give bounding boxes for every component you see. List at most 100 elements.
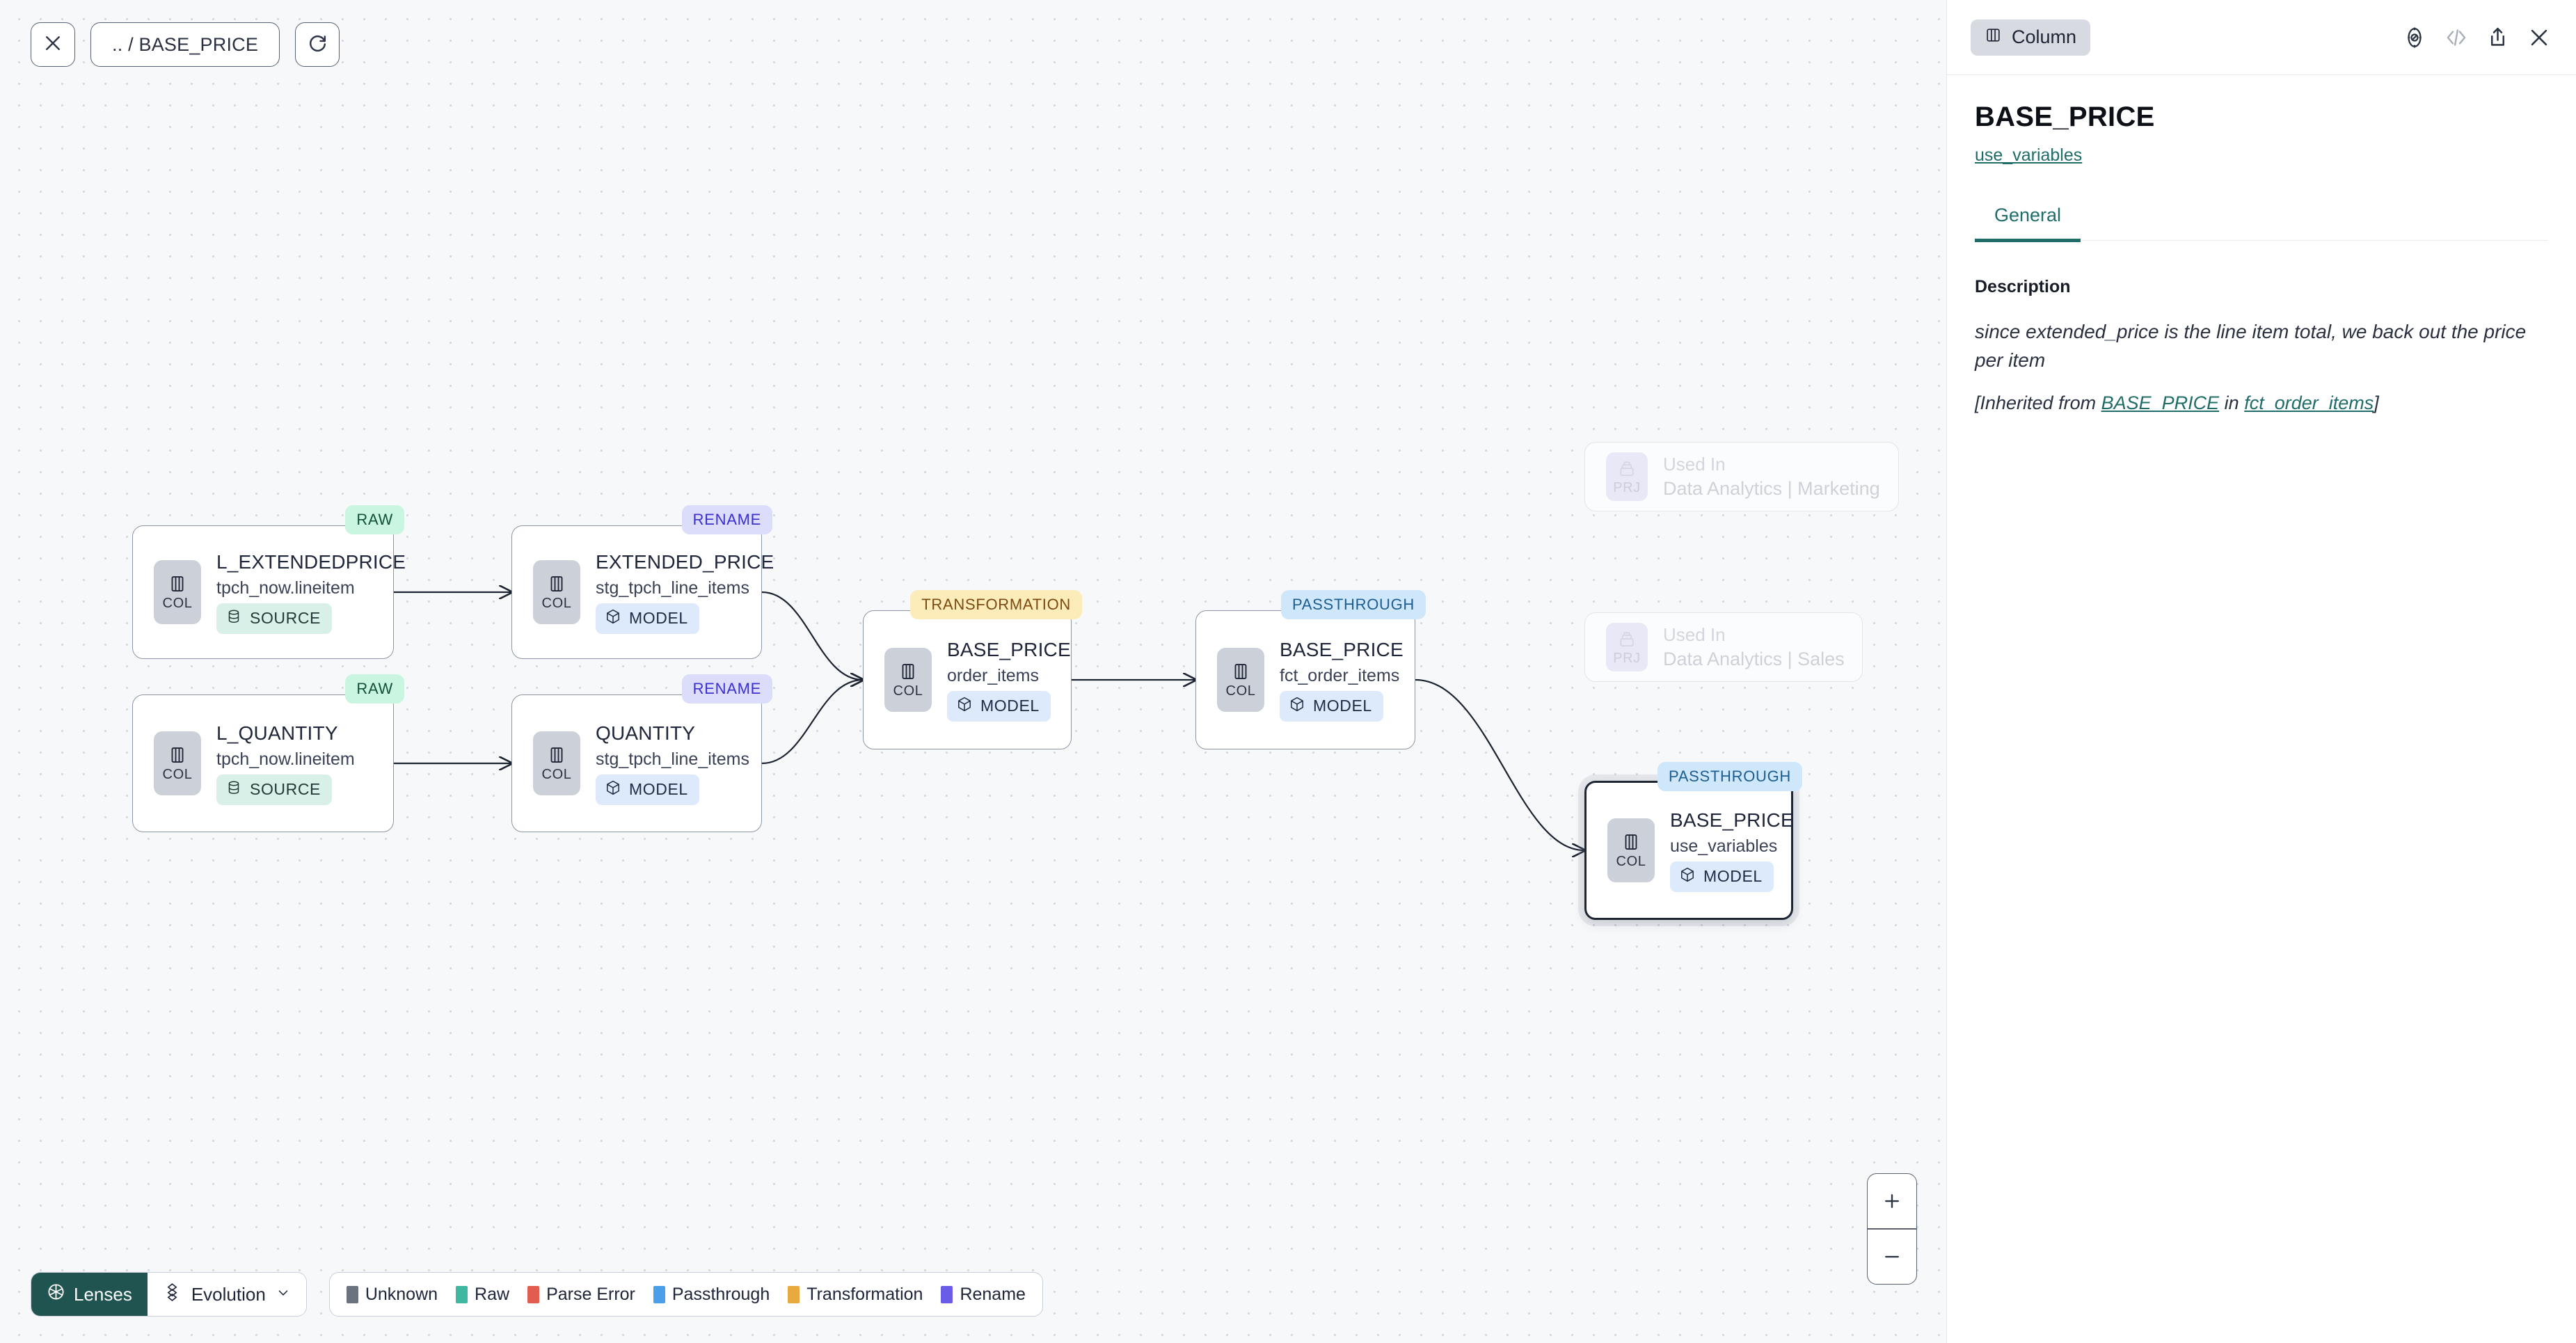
inherited-model-link[interactable]: fct_order_items: [2244, 392, 2374, 414]
evolution-label: Evolution: [191, 1283, 266, 1305]
share-icon[interactable]: [2486, 26, 2509, 49]
col-badge-label: COL: [541, 766, 572, 782]
node-kind-label: SOURCE: [250, 780, 321, 798]
close-icon[interactable]: [2527, 26, 2551, 49]
node-subtitle: tpch_now.lineitem: [216, 578, 355, 598]
legend-label: Raw: [475, 1284, 510, 1304]
edge-fct-usevars: [1415, 678, 1584, 850]
zoom-out-button[interactable]: [1868, 1230, 1916, 1284]
zoom-in-button[interactable]: [1868, 1174, 1916, 1228]
breadcrumb[interactable]: .. / BASE_PRICE: [90, 22, 280, 67]
legend-swatch: [527, 1285, 540, 1303]
model-link[interactable]: use_variables: [1975, 145, 2083, 165]
panel-tabs: General: [1975, 205, 2548, 242]
prj-badge: PRJ: [1606, 623, 1648, 672]
close-icon: [42, 33, 63, 57]
col-badge: COL: [154, 560, 201, 624]
project-icon: [1616, 628, 1637, 649]
project-icon: [1616, 458, 1637, 479]
node-title: L_EXTENDEDPRICE: [216, 550, 406, 573]
col-badge-label: COL: [1616, 853, 1646, 869]
node-title: BASE_PRICE: [947, 638, 1071, 660]
evolution-icon: [163, 1282, 182, 1306]
plus-icon: [1885, 1194, 1899, 1209]
column-type-chip[interactable]: Column: [1971, 19, 2091, 56]
legend-swatch: [456, 1285, 468, 1303]
prj-badge-label: PRJ: [1613, 650, 1641, 666]
refresh-icon: [307, 32, 328, 57]
compass-icon[interactable]: [2403, 26, 2426, 49]
node-kind-badge: SOURCE: [216, 774, 333, 805]
legend-item-passthrough[interactable]: Passthrough: [653, 1285, 770, 1305]
panel-header: Column: [1947, 0, 2576, 75]
node-tag-base_price_use_variables: PASSTHROUGH: [1657, 762, 1802, 791]
node-kind-badge: MODEL: [1670, 861, 1774, 892]
close-button[interactable]: [31, 22, 75, 67]
code-icon[interactable]: [2444, 26, 2468, 49]
cube-icon: [605, 608, 621, 629]
edge-qty-base: [761, 680, 863, 765]
legend-swatch: [941, 1285, 953, 1303]
lineage-legend: Unknown Raw Parse Error Passthrough Transfor…: [328, 1272, 1043, 1317]
node-kind-badge: MODEL: [596, 774, 699, 805]
legend-item-unknown[interactable]: Unknown: [346, 1284, 438, 1305]
inherited-column-link[interactable]: BASE_PRICE: [2101, 392, 2220, 414]
node-tag-base_price_fct_order_items: PASSTHROUGH: [1281, 590, 1426, 619]
node-kind-label: MODEL: [1313, 697, 1372, 715]
panel-header-actions: [2403, 26, 2551, 49]
col-badge-label: COL: [541, 595, 572, 611]
legend-label: Unknown: [365, 1284, 438, 1304]
inherited-prefix: [Inherited from: [1975, 392, 2101, 414]
node-title: BASE_PRICE: [1670, 809, 1794, 831]
column-icon: [546, 745, 567, 765]
prj-badge: PRJ: [1606, 452, 1648, 501]
used-in-name: Data Analytics | Marketing: [1663, 478, 1880, 499]
used-in-label: Used In: [1663, 624, 1726, 645]
refresh-button[interactable]: [295, 22, 340, 67]
column-chip-label: Column: [2012, 26, 2077, 47]
tab-general[interactable]: General: [1975, 205, 2081, 242]
legend-item-raw[interactable]: Raw: [456, 1285, 509, 1305]
column-icon: [546, 573, 567, 594]
cube-icon: [956, 696, 973, 717]
col-badge: COL: [1607, 818, 1655, 882]
col-badge: COL: [884, 648, 932, 712]
legend-swatch: [653, 1285, 665, 1303]
lenses-button[interactable]: Lenses: [31, 1273, 148, 1316]
evolution-dropdown[interactable]: Evolution: [147, 1273, 306, 1316]
node-kind-label: MODEL: [980, 697, 1040, 715]
node-tag-base_price_order_items: TRANSFORMATION: [910, 590, 1082, 619]
prj-badge-label: PRJ: [1613, 479, 1641, 495]
node-tag-l_extendedprice: RAW: [345, 505, 404, 534]
node-kind-label: MODEL: [629, 780, 688, 798]
node-kind-badge: MODEL: [596, 603, 699, 634]
legend-item-parse-error[interactable]: Parse Error: [527, 1285, 635, 1305]
col-badge-label: COL: [1225, 683, 1256, 699]
legend-swatch: [346, 1285, 358, 1303]
legend-item-rename[interactable]: Rename: [941, 1285, 1026, 1305]
legend-label: Parse Error: [546, 1284, 635, 1304]
column-icon: [898, 661, 919, 682]
legend-item-transformation[interactable]: Transformation: [788, 1285, 923, 1305]
node-subtitle: fct_order_items: [1280, 665, 1400, 685]
